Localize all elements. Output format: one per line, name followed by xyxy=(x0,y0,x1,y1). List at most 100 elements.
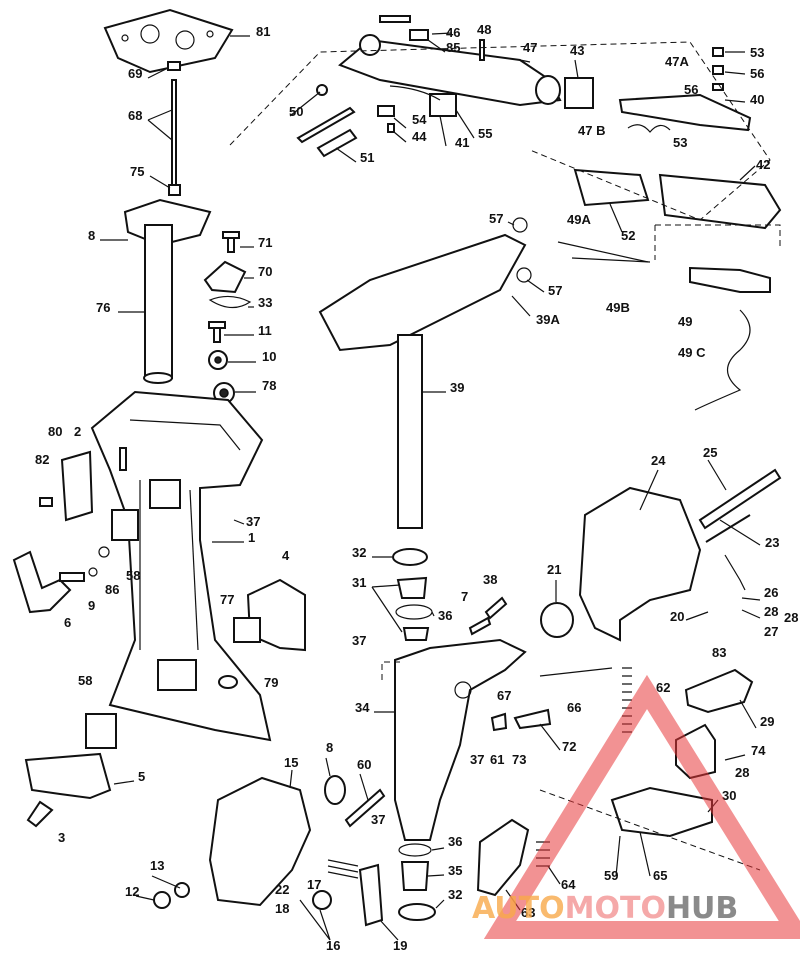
callout-label: 66 xyxy=(567,700,581,715)
callout-label: 62 xyxy=(656,680,670,695)
watermark-logo: AUTOMOTOHUB xyxy=(472,674,800,939)
callout-label: 76 xyxy=(96,300,110,315)
callout-label: 73 xyxy=(512,752,526,767)
callout-label: 57 xyxy=(548,283,562,298)
callout-label: 29 xyxy=(760,714,774,729)
callout-label: 58 xyxy=(126,568,140,583)
callout-label: 78 xyxy=(262,378,276,393)
part-rod-68 xyxy=(167,61,181,196)
callout-label: 28 xyxy=(784,610,798,625)
callout-label: 32 xyxy=(448,887,462,902)
callout-label: 61 xyxy=(490,752,504,767)
callout-label: 75 xyxy=(130,164,144,179)
callout-label: 85 xyxy=(446,40,460,55)
part-small-71-78 xyxy=(203,231,252,404)
part-stern-bracket-34 xyxy=(394,638,613,841)
part-clamp-5 xyxy=(24,713,117,828)
part-tilt-spring-62 xyxy=(610,667,754,838)
callout-label: 3 xyxy=(58,830,65,845)
part-swivel-bracket-24 xyxy=(540,468,782,642)
part-grip-42 xyxy=(573,168,782,230)
part-bushings-31-32 xyxy=(392,548,508,641)
callout-label: 55 xyxy=(478,126,492,141)
watermark-auto: AUTO xyxy=(472,891,565,926)
watermark-text: AUTOMOTOHUB xyxy=(472,891,738,926)
callout-label: 38 xyxy=(483,572,497,587)
callout-label: 63 xyxy=(521,905,535,920)
callout-label: 46 xyxy=(446,25,460,40)
callout-label: 24 xyxy=(651,453,666,468)
callout-label: 36 xyxy=(448,834,462,849)
callout-label: 43 xyxy=(570,43,584,58)
callout-label: 80 xyxy=(48,424,62,439)
callout-label: 82 xyxy=(35,452,49,467)
callout-label: 58 xyxy=(78,673,92,688)
callout-label: 13 xyxy=(150,858,164,873)
callout-label: 86 xyxy=(105,582,119,597)
callout-label: 60 xyxy=(357,757,371,772)
leader-lines xyxy=(100,32,761,941)
callout-label: 1 xyxy=(248,530,255,545)
part-plate-80 xyxy=(39,447,127,522)
callout-label: 28 xyxy=(764,604,778,619)
callout-label: 56 xyxy=(750,66,764,81)
callout-label: 81 xyxy=(256,24,270,39)
callout-label: 8 xyxy=(326,740,333,755)
callout-label: 41 xyxy=(455,135,469,150)
callout-label: 11 xyxy=(258,323,272,338)
callout-label: 47 xyxy=(523,40,537,55)
callout-label: 6 xyxy=(64,615,71,630)
callout-label: 67 xyxy=(497,688,511,703)
callout-label: 47 B xyxy=(578,123,605,138)
callout-label: 23 xyxy=(765,535,779,550)
callout-label: 65 xyxy=(653,868,667,883)
callout-label: 20 xyxy=(670,609,684,624)
part-exhaust-housing-1 xyxy=(90,390,272,742)
watermark-moto: MOTO xyxy=(565,891,666,926)
callout-label: 27 xyxy=(764,624,778,639)
callout-label: 10 xyxy=(262,349,276,364)
part-exhaust-tube-76 xyxy=(123,198,212,384)
callout-label: 26 xyxy=(764,585,778,600)
callout-label: 37 xyxy=(470,752,484,767)
callout-label: 53 xyxy=(750,45,764,60)
watermark-hub: HUB xyxy=(666,891,738,926)
callout-label: 5 xyxy=(138,769,145,784)
callout-label: 68 xyxy=(128,108,142,123)
callout-label: 83 xyxy=(712,645,726,660)
callout-label: 15 xyxy=(284,755,298,770)
callout-label: 44 xyxy=(412,129,427,144)
callout-label: 37 xyxy=(371,812,385,827)
callout-label: 71 xyxy=(258,235,272,250)
callout-label: 39 xyxy=(450,380,464,395)
callout-label: 4 xyxy=(282,548,290,563)
callout-label: 34 xyxy=(355,700,370,715)
callout-label: 52 xyxy=(621,228,635,243)
callout-label: 59 xyxy=(604,868,618,883)
callout-label: 22 xyxy=(275,882,289,897)
callout-label: 28 xyxy=(735,765,749,780)
callout-label: 2 xyxy=(74,424,81,439)
callout-label: 56 xyxy=(684,82,698,97)
part-gasket-81 xyxy=(103,8,234,74)
part-swivel-bracket-upper xyxy=(318,217,532,529)
callout-label: 16 xyxy=(326,938,340,953)
callout-label: 21 xyxy=(547,562,561,577)
callout-label: 42 xyxy=(756,157,770,172)
callout-label: 49A xyxy=(567,212,591,227)
callout-label: 25 xyxy=(703,445,717,460)
callout-label: 72 xyxy=(562,739,576,754)
callout-label: 8 xyxy=(88,228,95,243)
callout-label: 17 xyxy=(307,877,321,892)
callout-label: 53 xyxy=(673,135,687,150)
part-throttle-parts-51 xyxy=(296,84,457,158)
part-steering-arm-47 xyxy=(338,15,594,109)
part-lever-6 xyxy=(12,509,139,614)
callout-label: 77 xyxy=(220,592,234,607)
callout-label: 32 xyxy=(352,545,366,560)
callout-label: 36 xyxy=(438,608,452,623)
part-bracket-4 xyxy=(218,578,306,689)
